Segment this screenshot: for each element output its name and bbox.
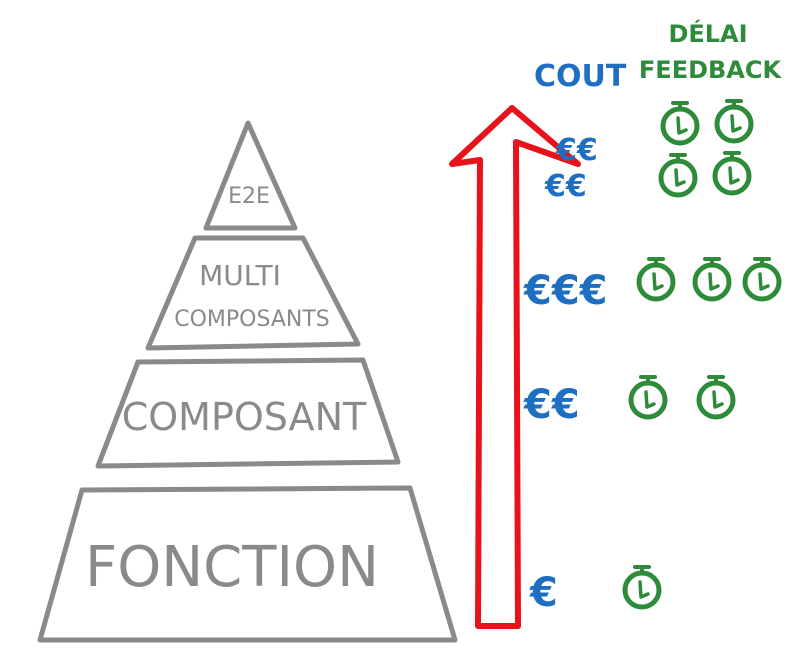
pyramid-level-composant xyxy=(95,357,401,469)
pyramid-label-e2e: E2E xyxy=(228,184,270,209)
cost-fonction: € xyxy=(529,570,558,616)
pyramid-level-e2e xyxy=(203,120,298,231)
pyramid-label-fonction: FONCTION xyxy=(85,535,379,600)
pyramid-label-multi: MULTI xyxy=(199,259,281,292)
stopwatch-icon xyxy=(625,567,659,607)
cost-e2e-top: €€ xyxy=(555,133,598,168)
cost-e2e-bottom: €€ xyxy=(544,169,587,204)
pyramid-level-multi-composants xyxy=(145,235,361,351)
pyramid-level-fonction xyxy=(37,485,458,643)
cost-multi: €€€ xyxy=(523,268,608,314)
stopwatch-icon xyxy=(663,103,697,143)
cost-composant: €€ xyxy=(523,382,580,428)
stopwatch-icon xyxy=(639,259,673,299)
pyramid-label-composants: COMPOSANTS xyxy=(174,307,330,332)
stopwatch-icon xyxy=(717,101,751,141)
stopwatch-icon xyxy=(695,259,729,299)
header-feedback: FEEDBACK xyxy=(639,56,783,84)
stopwatch-icon xyxy=(699,377,733,417)
stopwatch-icon xyxy=(745,259,779,299)
header-cout: COUT xyxy=(534,59,627,94)
up-arrow-icon xyxy=(449,105,581,629)
stopwatch-icon xyxy=(715,153,749,193)
pyramid-label-composant: COMPOSANT xyxy=(122,395,367,439)
stopwatch-icon xyxy=(661,155,695,195)
stopwatch-icon xyxy=(631,377,665,417)
header-delai: DÉLAI xyxy=(668,19,747,48)
